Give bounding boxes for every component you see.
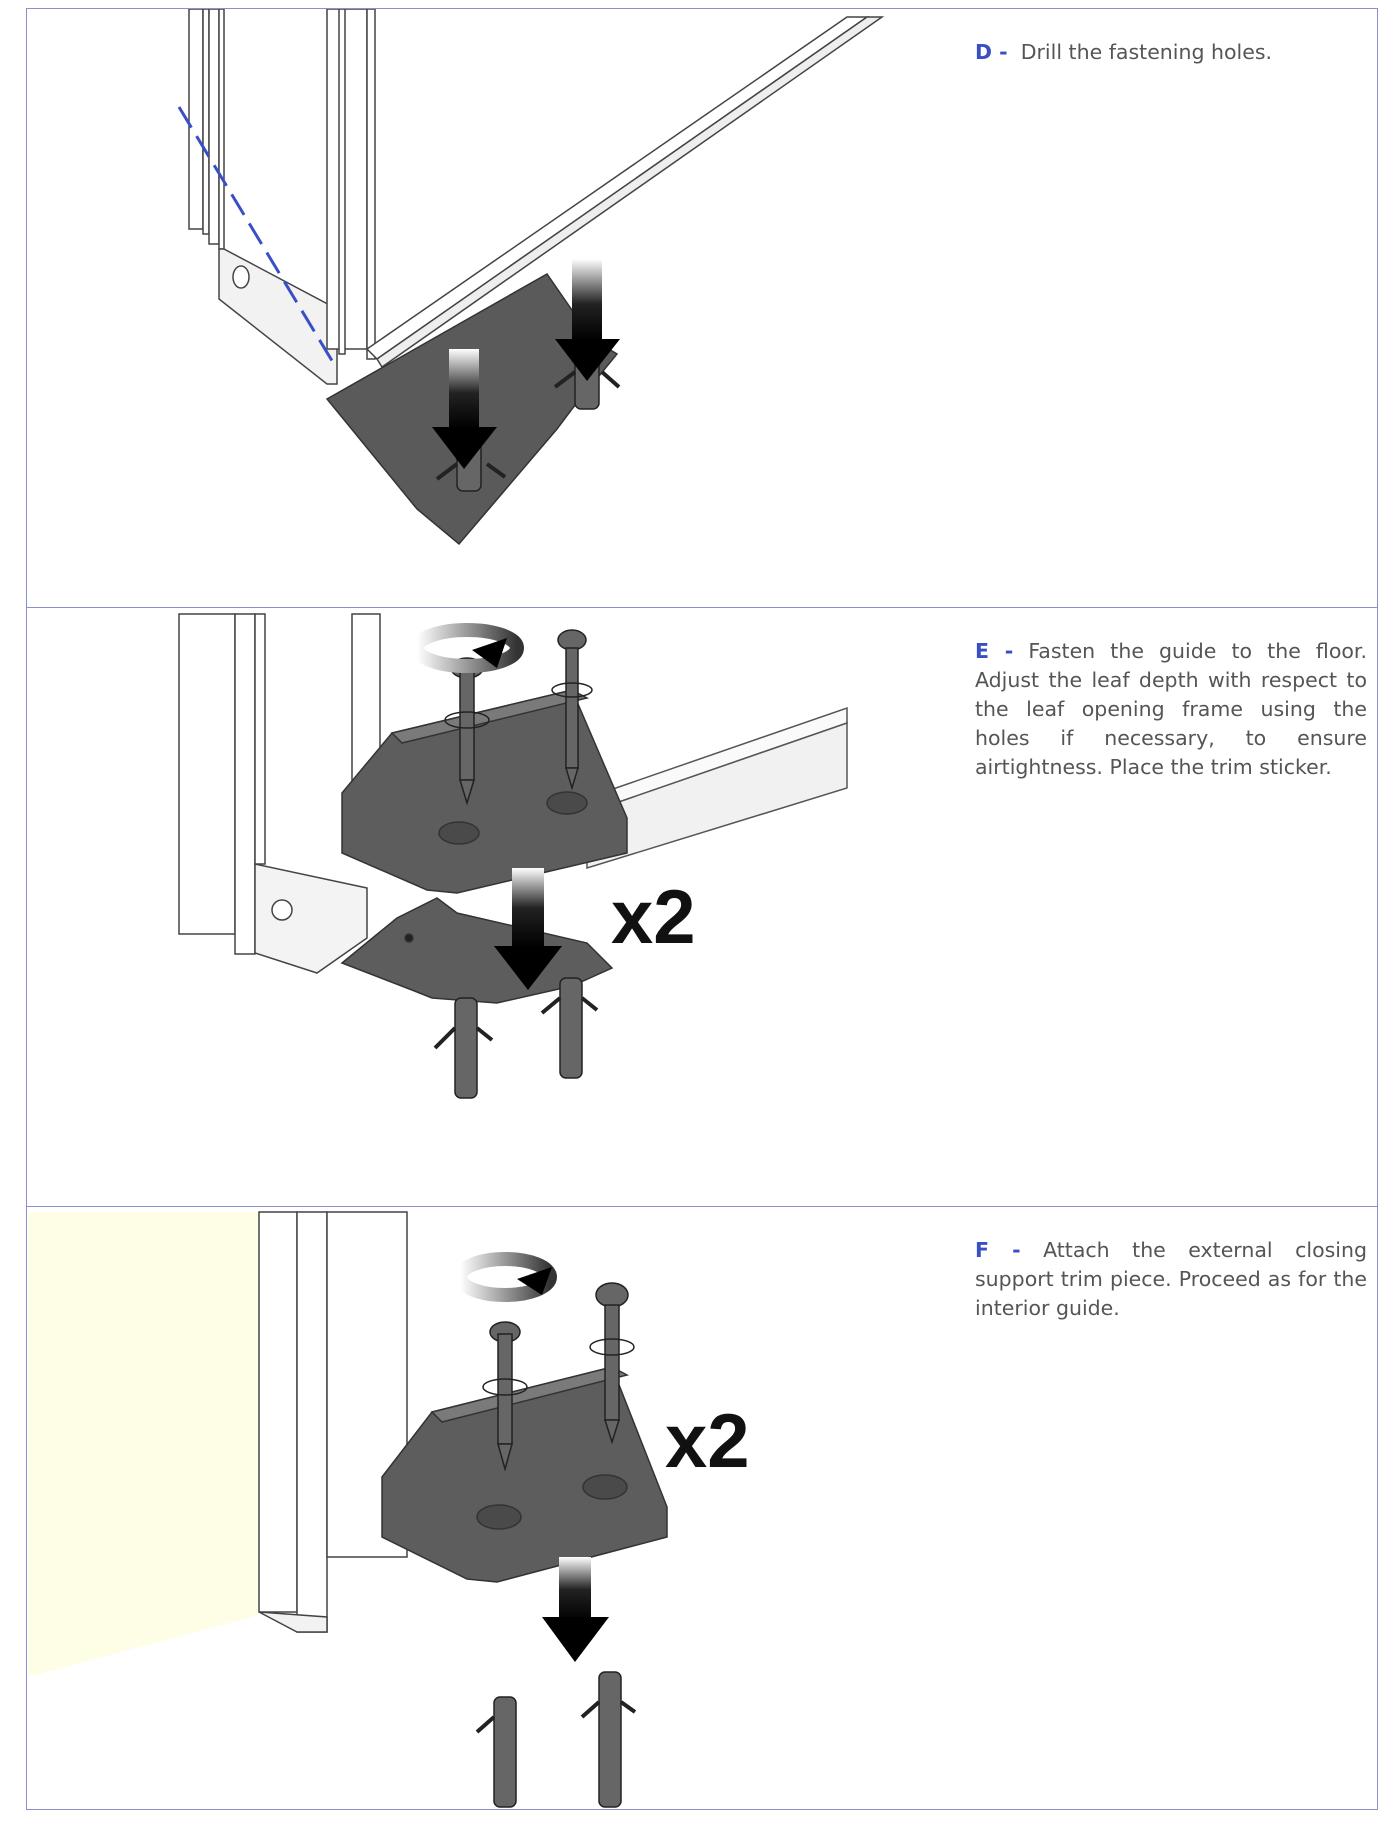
guide-block xyxy=(381,1366,668,1583)
screw-right xyxy=(551,629,593,791)
step-d-panel: D - Drill the fastening holes. xyxy=(26,8,1378,608)
wall-plug-left xyxy=(433,997,494,1099)
quantity-multiplier: x2 xyxy=(665,1399,750,1484)
step-d-instruction: D - Drill the fastening holes. xyxy=(975,38,1367,67)
step-f-letter: F - xyxy=(975,1237,1021,1262)
sliding-leaf xyxy=(365,16,885,369)
step-e-illustration: x2 xyxy=(27,608,962,1206)
door-frame-profile xyxy=(188,9,376,385)
wall-plug-right xyxy=(540,977,599,1079)
wall-surface xyxy=(28,1212,259,1677)
step-d-letter: D - xyxy=(975,39,1008,64)
down-arrow xyxy=(494,868,562,990)
door-frame-profile xyxy=(258,1211,408,1633)
step-d-illustration xyxy=(27,9,962,607)
step-e-instruction: E - Fasten the guide to the floor. Adjus… xyxy=(975,637,1367,782)
screw-left xyxy=(482,1321,528,1472)
step-f-text: Attach the external closing support trim… xyxy=(975,1237,1367,1320)
floor-rail xyxy=(586,706,848,870)
guide-block xyxy=(341,689,628,894)
step-f-panel: x2 F - Attach the external closing suppo… xyxy=(26,1206,1378,1810)
wall-plug-left xyxy=(475,1696,517,1808)
down-arrow-right xyxy=(555,259,620,381)
step-e-text: Fasten the guide to the floor. Adjust th… xyxy=(975,638,1367,779)
step-f-instruction: F - Attach the external closing support … xyxy=(975,1236,1367,1323)
step-e-panel: x2 E - Fasten the guide to the floor. Ad… xyxy=(26,607,1378,1207)
rotation-arrow-icon xyxy=(410,623,524,673)
floor-guide-plate xyxy=(340,897,614,1004)
screw-right xyxy=(589,1282,635,1445)
step-e-letter: E - xyxy=(975,638,1014,663)
door-frame-profile xyxy=(178,613,381,974)
down-arrow-left xyxy=(432,349,497,469)
step-d-text: Drill the fastening holes. xyxy=(1020,39,1273,64)
step-f-illustration: x2 xyxy=(27,1207,962,1809)
wall-plug-right xyxy=(580,1671,637,1808)
instruction-sheet: D - Drill the fastening holes. xyxy=(26,8,1380,1810)
rotation-arrow-icon xyxy=(453,1252,557,1302)
quantity-multiplier: x2 xyxy=(611,875,696,960)
cut-line xyxy=(177,106,339,370)
down-arrow xyxy=(542,1557,609,1662)
